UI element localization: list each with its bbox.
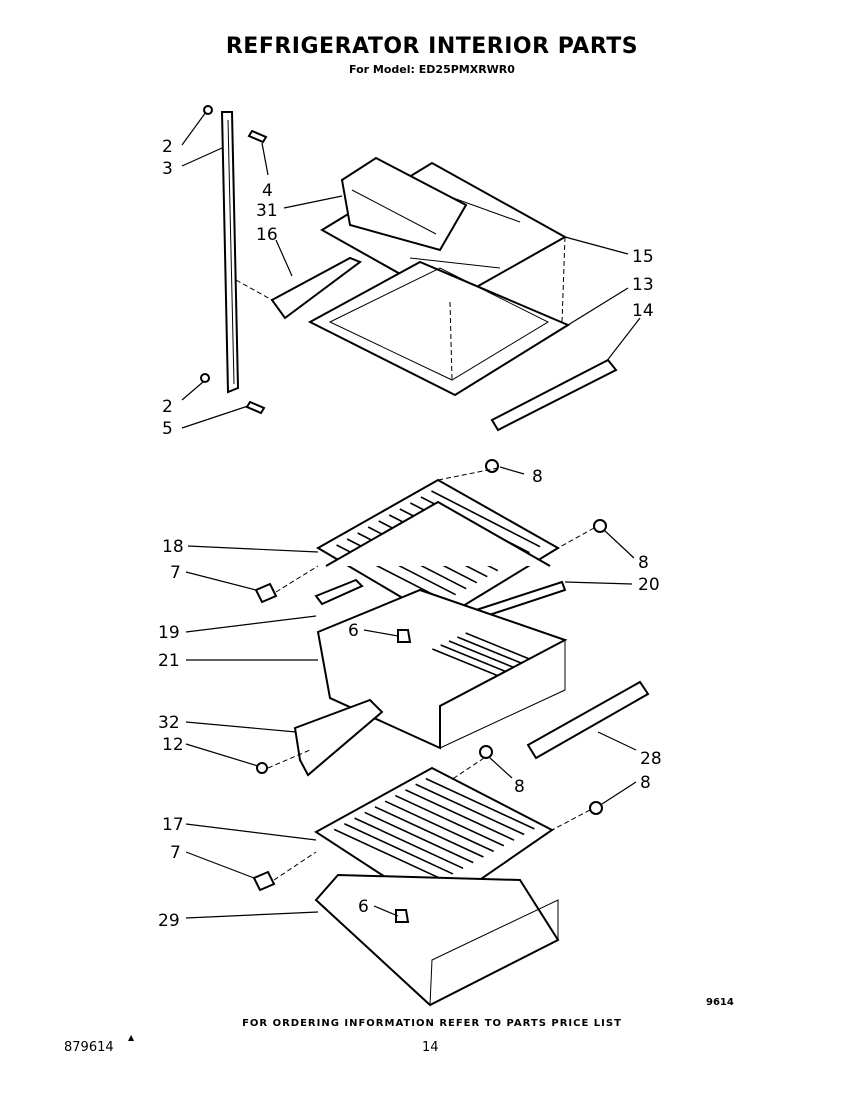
callout-label: 12 xyxy=(162,735,184,755)
ordering-note: FOR ORDERING INFORMATION REFER TO PARTS … xyxy=(242,1018,622,1029)
page-title: REFRIGERATOR INTERIOR PARTS xyxy=(225,34,639,59)
callout-label: 8 xyxy=(514,777,525,797)
callout-label: 7 xyxy=(170,563,181,583)
callout-label: 6 xyxy=(358,897,369,917)
callout-label: 6 xyxy=(348,621,359,641)
callout-label: 8 xyxy=(532,467,543,487)
callout-label: 2 xyxy=(162,137,173,157)
callout-labels: 2 3 4 31 16 15 13 14 2 5 8 18 8 7 20 19 … xyxy=(158,137,662,931)
callout-label: 28 xyxy=(640,749,662,769)
callout-label: 14 xyxy=(632,301,654,321)
callout-label: 18 xyxy=(162,537,184,557)
callout-label: 29 xyxy=(158,911,180,931)
top-shelf-drawing xyxy=(235,156,618,432)
callout-label: 32 xyxy=(158,713,180,733)
callout-label: 21 xyxy=(158,651,180,671)
callout-label: 20 xyxy=(638,575,660,595)
callout-label: 3 xyxy=(162,159,173,179)
callout-label: 4 xyxy=(262,181,273,201)
document-number: 879614 xyxy=(64,1040,114,1055)
figure-number: 9614 xyxy=(706,997,734,1008)
callout-label: 8 xyxy=(638,553,649,573)
middle-shelf-drawing xyxy=(254,459,650,815)
callout-label: 19 xyxy=(158,623,180,643)
callout-label: 17 xyxy=(162,815,184,835)
page-number: 14 xyxy=(422,1040,439,1055)
callout-label: 8 xyxy=(640,773,651,793)
callout-label: 2 xyxy=(162,397,173,417)
callout-label: 15 xyxy=(632,247,654,267)
marker-glyph: ▲ xyxy=(128,1033,135,1042)
shelf-rail-drawing xyxy=(200,105,268,415)
callout-label: 7 xyxy=(170,843,181,863)
callout-label: 5 xyxy=(162,419,173,439)
leader-lines xyxy=(181,111,641,919)
bottom-shelf-drawing xyxy=(252,766,591,1007)
callout-label: 31 xyxy=(256,201,278,221)
callout-label: 16 xyxy=(256,225,278,245)
callout-label: 13 xyxy=(632,275,654,295)
model-subtitle: For Model: ED25PMXRWR0 xyxy=(349,63,515,76)
